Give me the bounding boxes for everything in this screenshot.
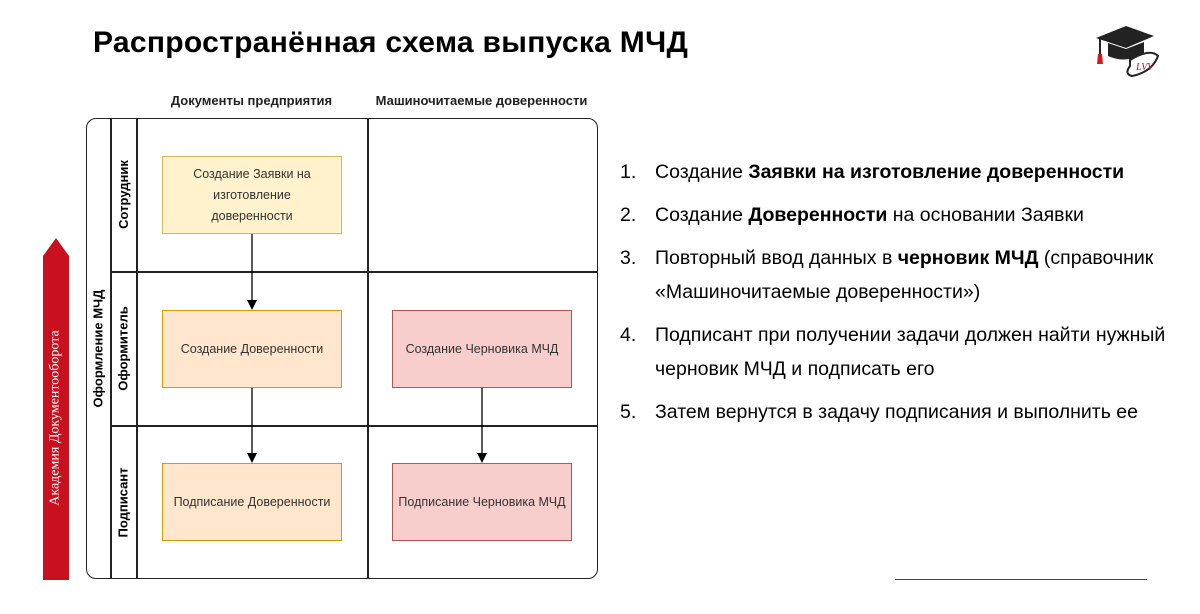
step-item: 5.Затем вернутся в задачу подписания и в… bbox=[620, 401, 1138, 423]
flow-arrows bbox=[247, 234, 487, 463]
column-header-enterprise-docs: Документы предприятия bbox=[170, 93, 333, 108]
box-create-request: Создание Заявки на изготовление доверенн… bbox=[162, 156, 342, 234]
box-sign-draft: Подписание Черновика МЧД bbox=[392, 463, 572, 541]
logo-text: LVV bbox=[1135, 62, 1155, 73]
step-item: 4.Подписант при получении задачи должен … bbox=[620, 324, 1166, 380]
column-header-mchd: Машиночитаемые доверенности bbox=[375, 93, 588, 108]
step-item: 2.Создание Доверенности на основании Зая… bbox=[620, 204, 1084, 226]
logo: LVV bbox=[1092, 18, 1162, 78]
page-title: Распространённая схема выпуска МЧД bbox=[93, 26, 689, 59]
academy-arrow: Академия Документооборота bbox=[43, 238, 69, 580]
box-create-draft: Создание Черновика МЧД bbox=[392, 310, 572, 388]
pool bbox=[86, 118, 598, 579]
step-item: 3.Повторный ввод данных в черновик МЧД (… bbox=[620, 247, 1154, 303]
step-item: 1.Создание Заявки на изготовление довере… bbox=[620, 161, 1125, 183]
steps-list: 1.Создание Заявки на изготовление довере… bbox=[620, 155, 1180, 438]
box-create-poa: Создание Доверенности bbox=[162, 310, 342, 388]
box-sign-poa: Подписание Доверенности bbox=[162, 463, 342, 541]
footer-divider bbox=[895, 579, 1147, 580]
